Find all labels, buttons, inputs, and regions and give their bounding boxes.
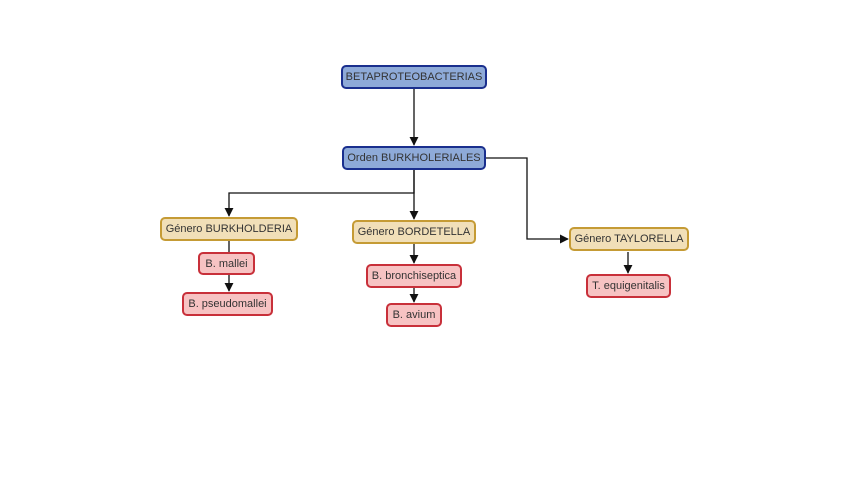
- node-b-pseudomallei: B. pseudomallei: [182, 292, 273, 316]
- node-orden-burkholeriales: Orden BURKHOLERIALES: [342, 146, 486, 170]
- node-b-bronchiseptica: B. bronchiseptica: [366, 264, 462, 288]
- edge-order-to-burkholderia: [224, 170, 415, 217]
- node-b-avium: B. avium: [386, 303, 442, 327]
- node-genero-taylorella: Género TAYLORELLA: [569, 227, 689, 251]
- node-betaproteobacterias: BETAPROTEOBACTERIAS: [341, 65, 487, 89]
- node-genero-burkholderia: Género BURKHOLDERIA: [160, 217, 298, 241]
- edge-order-to-taylorella: [486, 157, 569, 244]
- node-genero-bordetella: Género BORDETELLA: [352, 220, 476, 244]
- node-b-mallei: B. mallei: [198, 252, 255, 275]
- node-t-equigenitalis: T. equigenitalis: [586, 274, 671, 298]
